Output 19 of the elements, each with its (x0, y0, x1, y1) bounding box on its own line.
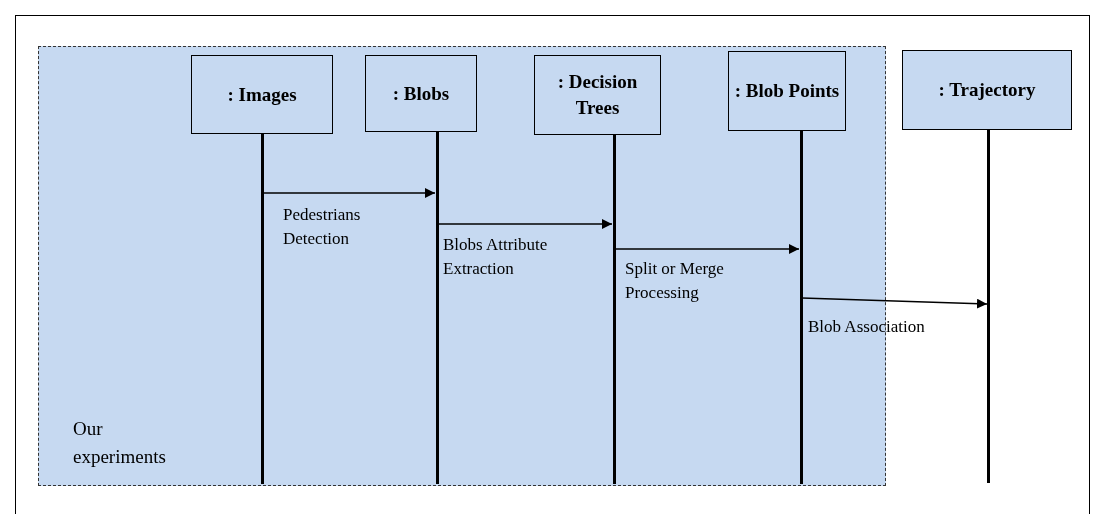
lifeline (261, 134, 264, 484)
region-label: Our experiments (73, 417, 167, 469)
message-arrow (437, 219, 613, 229)
participant-box: : Decision Trees (534, 55, 661, 135)
edge-label: Split or Merge Processing (625, 258, 725, 304)
message-arrow (614, 244, 800, 254)
participant-box: : Blobs (365, 55, 477, 132)
participant-box: : Blob Points (728, 51, 846, 131)
edge-label: Blobs Attribute Extraction (443, 234, 549, 280)
lifeline (436, 132, 439, 484)
message-arrow (262, 188, 436, 198)
participant-box: : Trajectory (902, 50, 1072, 130)
edge-label: Pedestrians Detection (283, 204, 362, 250)
lifeline (800, 131, 803, 484)
message-arrow (801, 297, 988, 309)
lifeline (987, 130, 990, 483)
edge-label: Blob Association (808, 316, 926, 338)
participant-box: : Images (191, 55, 333, 134)
lifeline (613, 135, 616, 484)
